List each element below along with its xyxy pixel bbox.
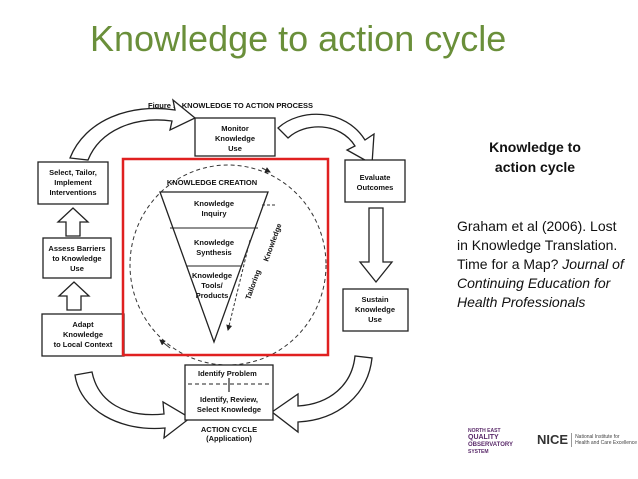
- evaluate-outcomes-box: [344, 159, 406, 203]
- svg-text:Monitor: Monitor: [221, 124, 249, 133]
- knowledge-creation-funnel: [159, 191, 269, 344]
- svg-text:Knowledge: Knowledge: [215, 134, 255, 143]
- tailoring-label: Tailoring: [243, 268, 262, 301]
- identify-problem-box: [184, 364, 274, 421]
- up-arrow-left-upper: [56, 207, 90, 237]
- svg-text:Adapt: Adapt: [72, 320, 94, 329]
- svg-text:Use: Use: [228, 144, 242, 153]
- down-arrow-right: [358, 207, 394, 284]
- ne-quality-observatory-logo: NORTH EAST QUALITY OBSERVATORY SYSTEM: [468, 428, 514, 455]
- svg-text:Use: Use: [70, 264, 84, 273]
- svg-text:Knowledge: Knowledge: [355, 305, 395, 314]
- svg-text:Identify, Review,: Identify, Review,: [200, 395, 258, 404]
- svg-text:Assess Barriers: Assess Barriers: [48, 244, 105, 253]
- adapt-knowledge-box: [41, 313, 125, 357]
- curved-arrow-bottom-right: [270, 355, 373, 434]
- svg-text:Implement: Implement: [54, 178, 92, 187]
- knowledge-creation-highlight: [121, 157, 330, 357]
- knowledge-creation-label: KNOWLEDGE CREATION: [167, 178, 257, 187]
- svg-text:Outcomes: Outcomes: [357, 183, 394, 192]
- select-tailor-implement-box: [37, 161, 109, 205]
- svg-text:Knowledge: Knowledge: [194, 199, 234, 208]
- sustain-knowledge-use-box: [342, 288, 409, 332]
- svg-text:Tools/: Tools/: [201, 281, 223, 290]
- svg-text:Select, Tailor,: Select, Tailor,: [49, 168, 97, 177]
- svg-text:Knowledge: Knowledge: [63, 330, 103, 339]
- svg-text:Select Knowledge: Select Knowledge: [197, 405, 261, 414]
- knowledge-side-label: Knowledge: [261, 222, 283, 263]
- svg-text:Sustain: Sustain: [361, 295, 389, 304]
- figure-caption: Figure 1: KNOWLEDGE TO ACTION PROCESS: [148, 101, 313, 110]
- svg-text:Inquiry: Inquiry: [201, 209, 227, 218]
- svg-text:Interventions: Interventions: [49, 188, 96, 197]
- svg-text:Knowledge: Knowledge: [194, 238, 234, 247]
- citation: Graham et al (2006). Lost in Knowledge T…: [457, 218, 624, 310]
- svg-text:Products: Products: [196, 291, 229, 300]
- svg-text:to Local Context: to Local Context: [54, 340, 113, 349]
- slide-title: Knowledge to action cycle: [90, 18, 507, 59]
- curved-arrow-top-right: [277, 113, 375, 166]
- nice-logo: NICE National Institute for Health and C…: [537, 432, 638, 447]
- svg-text:Knowledge: Knowledge: [192, 271, 232, 280]
- action-cycle-label: ACTION CYCLE: [201, 425, 257, 434]
- svg-text:(Application): (Application): [206, 434, 252, 443]
- assess-barriers-box: [42, 237, 112, 279]
- curved-arrow-top-left: [69, 98, 197, 161]
- svg-text:Synthesis: Synthesis: [196, 248, 231, 257]
- svg-text:to Knowledge: to Knowledge: [52, 254, 101, 263]
- curved-arrow-bottom-left: [74, 371, 192, 440]
- up-arrow-left-lower: [57, 281, 91, 311]
- svg-text:Use: Use: [368, 315, 382, 324]
- monitor-knowledge-use-box: [194, 117, 276, 157]
- svg-text:Identify Problem: Identify Problem: [198, 369, 257, 378]
- svg-text:Evaluate: Evaluate: [360, 173, 391, 182]
- side-title: Knowledge to action cycle: [489, 139, 581, 175]
